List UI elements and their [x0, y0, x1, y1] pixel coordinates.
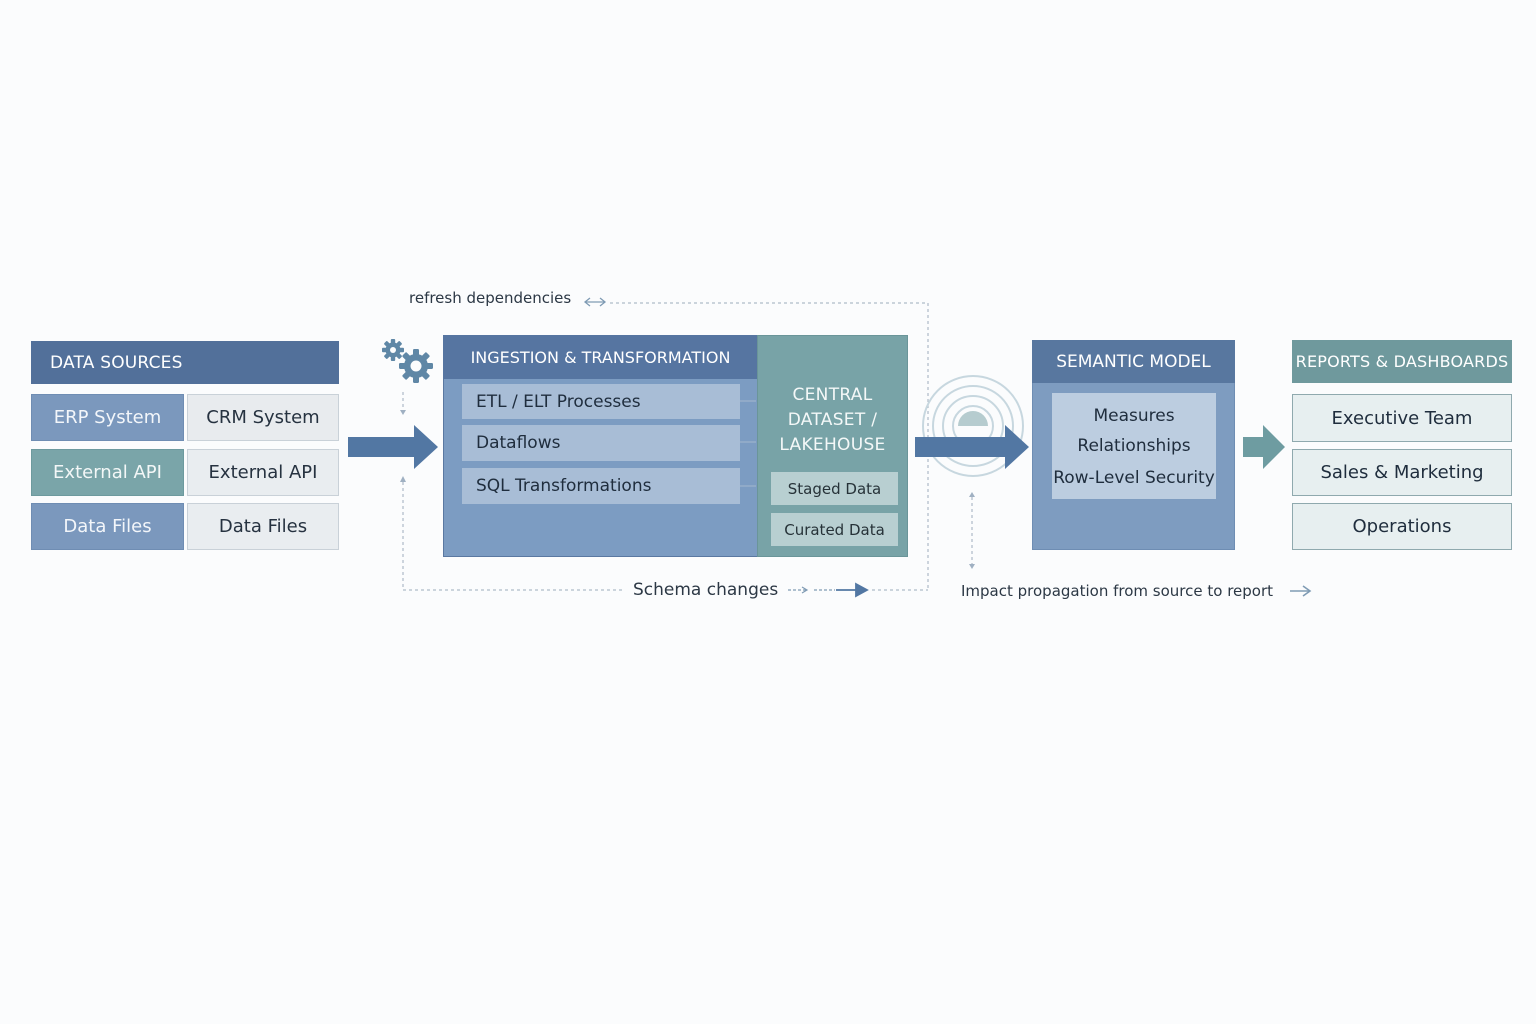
report-label: Executive Team: [1331, 407, 1473, 429]
central-item-label: Curated Data: [784, 520, 885, 539]
ingestion-item-label: Dataflows: [476, 433, 561, 453]
source-label: CRM System: [206, 407, 320, 428]
central-title-line: LAKEHOUSE: [779, 434, 886, 455]
ingestion-item-label: SQL Transformations: [476, 476, 652, 496]
report-label: Operations: [1352, 516, 1452, 537]
source-label: Data Files: [218, 516, 308, 537]
flow-arrow-sources-to-ingestion: [348, 425, 438, 469]
semantic-model-details: [1052, 393, 1216, 499]
source-external-api-primary[interactable]: External API: [31, 449, 184, 496]
semantic-item-row-level-security[interactable]: Row-Level Security: [1052, 464, 1216, 492]
central-title-line: CENTRAL: [792, 384, 873, 405]
ingestion-item-label: ETL / ELT Processes: [476, 391, 641, 412]
report-label: Sales & Marketing: [1320, 462, 1484, 483]
central-dataset-title: CENTRAL DATASET / LAKEHOUSE: [757, 380, 908, 460]
flow-arrow-semantic-to-reports: [1243, 425, 1285, 469]
broadcast-signal-icon: [922, 375, 1024, 477]
source-data-files-primary[interactable]: Data Files: [31, 503, 184, 550]
source-label: Data Files: [63, 516, 152, 537]
source-label: ERP System: [53, 407, 162, 428]
ingestion-header-label: INGESTION & TRANSFORMATION: [470, 347, 731, 367]
source-crm-system[interactable]: CRM System: [187, 394, 339, 441]
impact-propagation-note: Impact propagation from source to report: [961, 582, 1274, 600]
semantic-item-measures[interactable]: Measures: [1052, 402, 1216, 430]
data-sources-header: DATA SOURCES: [31, 341, 339, 384]
central-item-staged-data[interactable]: Staged Data: [771, 472, 898, 505]
central-title-line: DATASET /: [787, 409, 878, 430]
source-external-api-secondary[interactable]: External API: [187, 449, 339, 496]
source-erp-system[interactable]: ERP System: [31, 394, 184, 441]
ingestion-item-etl[interactable]: ETL / ELT Processes: [462, 384, 740, 419]
report-sales-marketing[interactable]: Sales & Marketing: [1292, 449, 1512, 496]
semantic-model-header-label: SEMANTIC MODEL: [1056, 351, 1211, 372]
semantic-item-label: Relationships: [1077, 436, 1191, 456]
reports-header: REPORTS & DASHBOARDS: [1292, 340, 1512, 383]
report-operations[interactable]: Operations: [1292, 503, 1512, 550]
ingestion-header: INGESTION & TRANSFORMATION: [443, 335, 758, 379]
flow-arrow-central-to-semantic: [915, 425, 1029, 469]
reports-header-label: REPORTS & DASHBOARDS: [1295, 352, 1509, 371]
semantic-item-label: Row-Level Security: [1053, 468, 1215, 488]
source-label: External API: [53, 462, 162, 483]
ingestion-item-dataflows[interactable]: Dataflows: [462, 425, 740, 461]
ingestion-item-sql[interactable]: SQL Transformations: [462, 468, 740, 504]
central-item-label: Staged Data: [787, 479, 882, 498]
source-data-files-secondary[interactable]: Data Files: [187, 503, 339, 550]
data-sources-header-label: DATA SOURCES: [50, 352, 183, 373]
ingestion-connector-ticks: [740, 400, 756, 487]
central-item-curated-data[interactable]: Curated Data: [771, 513, 898, 546]
report-executive-team[interactable]: Executive Team: [1292, 394, 1512, 442]
semantic-item-relationships[interactable]: Relationships: [1052, 432, 1216, 460]
refresh-dependencies-note: refresh dependencies: [409, 289, 572, 307]
gears-icon: [382, 339, 433, 383]
source-label: External API: [208, 462, 318, 483]
semantic-item-label: Measures: [1093, 406, 1175, 426]
semantic-model-header: SEMANTIC MODEL: [1032, 340, 1235, 383]
schema-changes-note: Schema changes: [629, 579, 783, 601]
